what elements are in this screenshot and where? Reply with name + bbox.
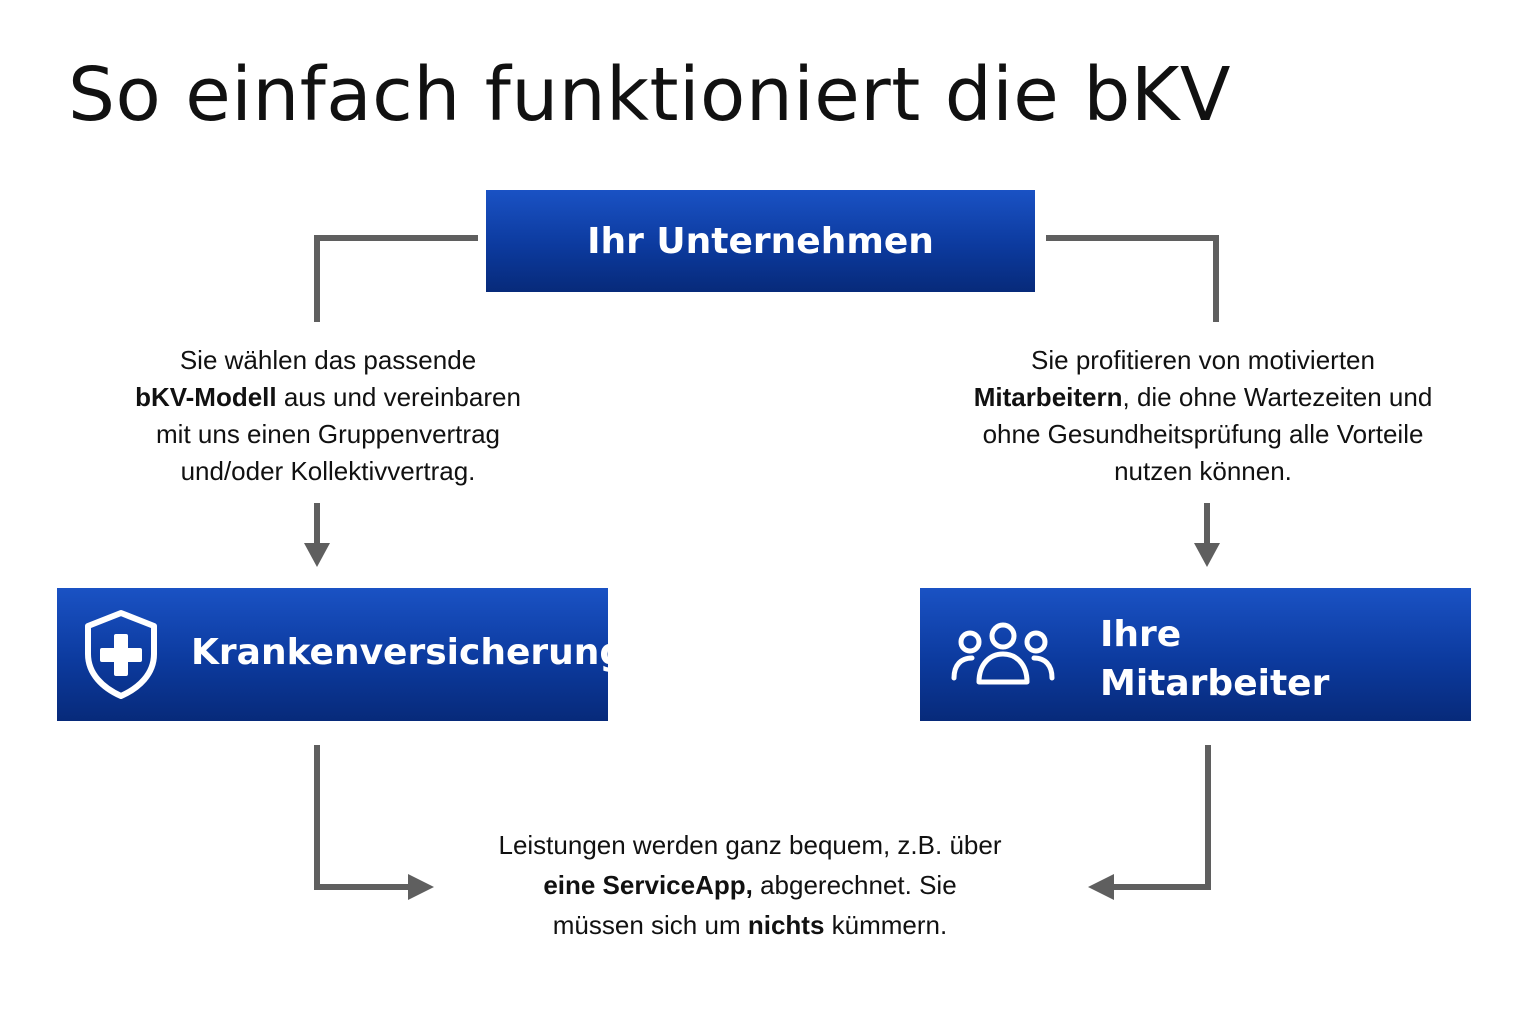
employees-label-line1: Ihre bbox=[1100, 614, 1182, 655]
page-title: So einfach funktioniert die bKV bbox=[68, 52, 1231, 138]
arrowhead-left-down bbox=[304, 543, 330, 567]
right-text-bold: Mitarbeitern bbox=[973, 382, 1123, 412]
connector-bottom-left bbox=[314, 745, 412, 890]
employees-box: Ihre Mitarbeiter bbox=[920, 588, 1471, 721]
right-text-line3: ohne Gesundheitsprüfung alle Vorteile bbox=[982, 419, 1424, 449]
employees-label: Ihre Mitarbeiter bbox=[1100, 610, 1329, 708]
arrowhead-right-down bbox=[1194, 543, 1220, 567]
left-text-line4: und/oder Kollektivvertrag. bbox=[180, 456, 476, 486]
left-text-line2: aus und vereinbaren bbox=[276, 382, 521, 412]
left-text-line1: Sie wählen das passende bbox=[179, 345, 477, 375]
shield-plus-icon bbox=[85, 610, 157, 699]
bottom-text-bold2: nichts bbox=[747, 910, 825, 940]
right-text-line1: Sie profitieren von motivierten bbox=[1031, 345, 1375, 375]
employees-label-line2: Mitarbeiter bbox=[1100, 663, 1330, 704]
connector-top-left bbox=[314, 235, 478, 322]
arrowhead-bottom-right bbox=[1088, 874, 1114, 900]
people-icon bbox=[951, 622, 1055, 685]
billing-text: Leistungen werden ganz bequem, z.B. über… bbox=[450, 825, 1050, 945]
left-text-bold: bKV-Modell bbox=[135, 382, 277, 412]
company-to-employees-text: Sie profitieren von motivierten Mitarbei… bbox=[940, 342, 1466, 490]
company-label: Ihr Unternehmen bbox=[587, 220, 934, 262]
company-box: Ihr Unternehmen bbox=[486, 190, 1035, 292]
bottom-text-line3-post: kümmern. bbox=[824, 910, 948, 940]
insurance-label: Krankenversicherung bbox=[191, 632, 626, 673]
insurance-box: Krankenversicherung bbox=[57, 588, 625, 721]
bottom-text-bold1: eine ServiceApp, bbox=[543, 870, 753, 900]
bottom-text-line3-pre: müssen sich um bbox=[552, 910, 748, 940]
right-text-line4: nutzen können. bbox=[1114, 456, 1292, 486]
left-text-line3: mit uns einen Gruppenvertrag bbox=[156, 419, 500, 449]
right-text-line2: , die ohne Wartezeiten und bbox=[1122, 382, 1433, 412]
connector-top-right bbox=[1046, 235, 1219, 322]
company-to-insurance-text: Sie wählen das passende bKV-Modell aus u… bbox=[78, 342, 578, 490]
bottom-text-line2: abgerechnet. Sie bbox=[752, 870, 957, 900]
connector-bottom-right bbox=[1112, 745, 1211, 890]
arrowhead-bottom-left bbox=[408, 874, 434, 900]
bottom-text-line1: Leistungen werden ganz bequem, z.B. über bbox=[498, 830, 1002, 860]
